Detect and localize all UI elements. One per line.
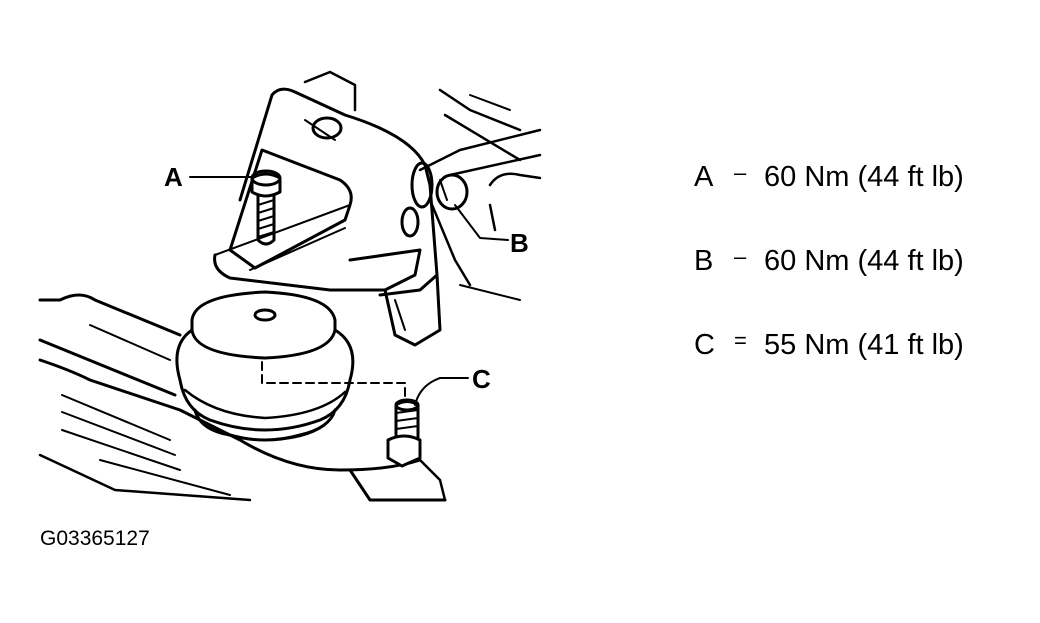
figure-id: G03365127 [40,527,150,550]
engine-block-outline [303,70,542,301]
spec-letter: A [694,161,714,193]
spec-letter: B [694,245,714,277]
spec-letter: C [694,329,715,361]
bolt-c [386,398,422,468]
callout-label-c: C [472,364,491,394]
spec-value: 55 Nm (41 ft lb) [764,329,964,361]
spec-value: 60 Nm (44 ft lb) [764,161,964,193]
mounting-bracket [213,87,442,347]
callout-label-a: A [164,162,183,192]
leader-line-c [414,377,469,406]
spec-sign: – [734,244,747,269]
spec-sign: – [734,160,747,185]
frame-member [38,293,447,502]
bolt-b [435,173,469,211]
alignment-line-c [261,361,406,399]
torque-spec-c: C = 55 Nm (41 ft lb) [694,325,964,361]
leader-line-b [454,204,509,241]
torque-spec-a: A–60 Nm (44 ft lb) [694,157,964,193]
spec-sign: = [734,328,747,353]
callout-label-b: B [510,228,529,258]
rubber-mount [175,290,355,442]
bolt-a [250,169,282,246]
torque-spec-b: B–60 Nm (44 ft lb) [694,241,964,277]
spec-value: 60 Nm (44 ft lb) [764,245,964,277]
